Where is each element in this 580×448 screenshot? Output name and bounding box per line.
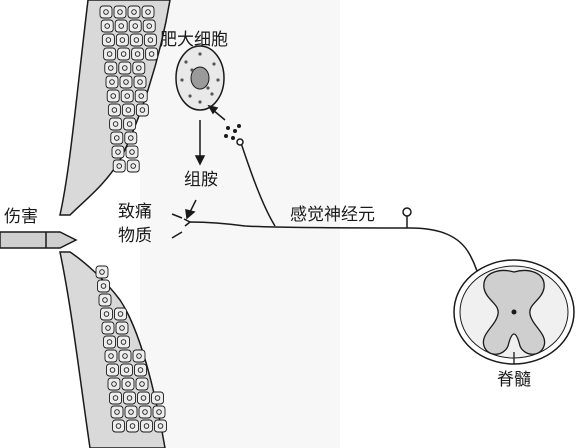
epithelial-cell: [135, 90, 147, 102]
pain-substance-label-line1: 致痛: [118, 202, 152, 223]
epithelial-cell: [108, 104, 120, 116]
epithelial-cell: [129, 20, 141, 32]
epithelial-cell: [105, 350, 117, 362]
epithelial-cell: [96, 266, 108, 278]
epithelial-cell: [115, 20, 127, 32]
spinal-cord-label: 脊髓: [497, 370, 531, 391]
epithelial-cell: [119, 350, 131, 362]
epithelial-cell: [120, 76, 132, 88]
epithelial-cell: [128, 6, 140, 18]
epithelial-cell: [155, 420, 167, 432]
epithelial-cell: [102, 34, 114, 46]
granule: [190, 68, 193, 71]
epithelial-cell: [105, 62, 117, 74]
epithelial-cell: [139, 406, 151, 418]
epithelial-cell: [124, 392, 136, 404]
knife-icon: [0, 232, 76, 248]
epithelial-cell: [153, 406, 165, 418]
epithelial-cell: [108, 378, 120, 390]
epithelial-cell: [100, 6, 112, 18]
granule: [198, 100, 201, 103]
epithelial-cell: [133, 62, 145, 74]
epithelial-cell: [107, 90, 119, 102]
epithelial-cell: [111, 406, 123, 418]
epithelial-cell: [143, 20, 155, 32]
epithelial-cell: [130, 34, 142, 46]
epithelial-cell: [146, 48, 158, 60]
granule: [206, 86, 209, 89]
granule: [210, 92, 213, 95]
epithelial-cell: [124, 118, 136, 130]
histamine-label: 组胺: [184, 170, 218, 191]
epithelial-cell: [115, 308, 127, 320]
epithelial-cell: [125, 132, 137, 144]
epithelial-cell: [135, 364, 147, 376]
epithelial-cell: [127, 160, 139, 172]
epithelial-cell: [119, 62, 131, 74]
epithelial-cell: [102, 322, 114, 334]
epithelial-cell: [110, 118, 122, 130]
epithelial-cell: [116, 322, 128, 334]
epithelial-cell: [101, 308, 113, 320]
granule: [216, 78, 219, 81]
epithelial-cell: [104, 48, 116, 60]
epithelial-cell: [152, 392, 164, 404]
epithelial-cell: [144, 34, 156, 46]
epithelial-cell: [111, 132, 123, 144]
epithelial-cell: [114, 6, 126, 18]
epithelial-cell: [132, 48, 144, 60]
epithelial-cell: [98, 280, 110, 292]
epithelial-cell: [99, 294, 111, 306]
epithelial-cell: [101, 20, 113, 32]
epithelial-cell: [127, 420, 139, 432]
epithelial-cell: [118, 336, 130, 348]
epithelial-cell: [136, 378, 148, 390]
epithelial-cell: [106, 76, 118, 88]
spinal-cord-cross-section: [454, 260, 574, 364]
granule: [180, 78, 183, 81]
epithelial-cell: [116, 34, 128, 46]
epithelial-cell: [133, 350, 145, 362]
injury-label: 伤害: [4, 207, 38, 228]
epithelial-cell: [110, 392, 122, 404]
epithelial-cell: [134, 76, 146, 88]
epithelial-cell: [121, 90, 133, 102]
epithelial-cell: [122, 378, 134, 390]
granule: [198, 52, 201, 55]
epithelial-cell: [136, 104, 148, 116]
epithelial-cell: [113, 160, 125, 172]
epithelial-cell: [141, 420, 153, 432]
epithelial-cell: [138, 392, 150, 404]
pain-substance-label-line2: 物质: [118, 226, 152, 247]
mast-cell-nucleus: [191, 67, 209, 89]
granule: [188, 94, 191, 97]
epithelial-cell: [125, 406, 137, 418]
granule: [212, 62, 215, 65]
epithelial-cell: [107, 364, 119, 376]
epithelial-cell: [126, 146, 138, 158]
sensory-neuron-label: 感觉神经元: [290, 205, 375, 226]
epithelial-cell: [122, 104, 134, 116]
granule: [184, 60, 187, 63]
epithelial-cell: [113, 420, 125, 432]
mast-cell-label: 肥大细胞: [160, 30, 228, 51]
epithelial-cell: [121, 364, 133, 376]
epithelial-cell: [118, 48, 130, 60]
epithelial-cell: [112, 146, 124, 158]
epithelial-cell: [142, 6, 154, 18]
epithelial-cell: [104, 336, 116, 348]
